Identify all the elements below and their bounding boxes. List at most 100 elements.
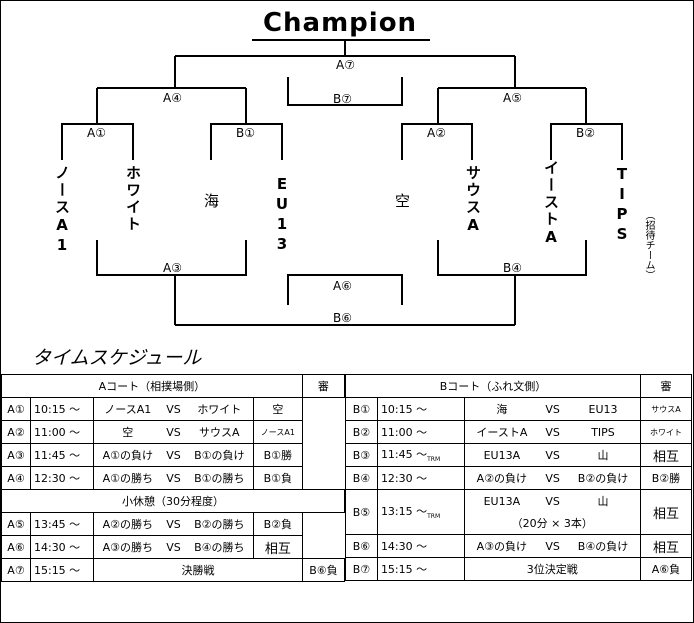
table-row: B④ 12:30 ～ A②の負け VS B②の負け B②勝 <box>345 466 693 490</box>
final-label: A⑦ <box>336 58 355 72</box>
vs-label: VS <box>539 466 567 490</box>
vs-label: VS <box>539 397 567 421</box>
referee: 相互 <box>639 489 693 535</box>
team-tips: TIPS <box>613 165 631 245</box>
team-1: ノースA1 <box>93 397 162 421</box>
match-id: A③ <box>1 443 31 467</box>
team-2: TIPS <box>566 420 641 444</box>
team-2: B②の勝ち <box>185 512 254 536</box>
match-id: A⑥ <box>1 535 31 559</box>
match-time-cell: 13:15 ～TRM <box>376 489 465 535</box>
court-b-header-row: Bコート（ふれ文側） 審 <box>345 374 693 398</box>
court-b-ref-header: 審 <box>639 374 693 398</box>
semi-left-label: A④ <box>163 91 182 105</box>
match-id: A① <box>1 397 31 421</box>
referee: B⑥負 <box>301 558 346 582</box>
match-time: 13:15 ～ <box>380 505 428 519</box>
team-1: A③の負け <box>463 534 540 558</box>
vs-label: VS <box>539 443 567 467</box>
team-2: サウスA <box>185 420 254 444</box>
qf-a2 <box>401 123 473 160</box>
match-time: 12:30 ～ <box>376 466 465 490</box>
semi-right-label: A⑤ <box>503 91 522 105</box>
team-2: 山 <box>566 489 641 512</box>
qf-b1 <box>210 123 283 160</box>
referee: サウスA <box>639 397 693 421</box>
lower-b4-label: B④ <box>503 261 522 275</box>
team-south-a: サウスA <box>464 165 482 236</box>
match-time-cell: 11:45 ～TRM <box>376 443 465 467</box>
table-row: B① 10:15 ～ 海 VS EU13 サウスA <box>345 397 693 421</box>
match-time: 11:45 ～ <box>380 448 428 462</box>
match-name: 決勝戦 <box>93 558 303 582</box>
table-row: B⑥ 14:30 ～ A③の負け VS B④の負け 相互 <box>345 534 693 558</box>
team-2: ホワイト <box>185 397 254 421</box>
match-id: A⑤ <box>1 512 31 536</box>
break-label: 小休憩（30分程度） <box>1 489 345 513</box>
table-row: B⑤ 13:15 ～TRM EU13A VS 山 相互 <box>345 489 693 535</box>
referee: B①負 <box>252 466 303 490</box>
team-2: B①の勝ち <box>185 466 254 490</box>
team-north-a1: ノースA1 <box>53 165 71 256</box>
team-1: 海 <box>463 397 540 421</box>
match-id: B⑥ <box>345 534 378 558</box>
match-id: B③ <box>345 443 378 467</box>
table-row: A③ 11:45 ～ A①の負け VS B①の負け B①勝 <box>1 443 345 467</box>
match-time: 12:30 ～ <box>29 466 95 490</box>
table-row: B⑦ 15:15 ～ 3位決定戦 A⑥負 <box>345 557 693 581</box>
team-2: EU13 <box>566 397 641 421</box>
vs-label: VS <box>539 420 567 444</box>
vs-label: VS <box>161 443 186 467</box>
table-row: A② 11:00 ～ 空 VS サウスA ノースA1 <box>1 420 345 444</box>
match-time: 15:15 ～ <box>29 558 95 582</box>
team-1: A②の勝ち <box>93 512 162 536</box>
match-time: 10:15 ～ <box>29 397 95 421</box>
match-id: B④ <box>345 466 378 490</box>
match-id: B⑤ <box>345 489 378 535</box>
table-row: B③ 11:45 ～TRM EU13A VS 山 相互 <box>345 443 693 467</box>
table-row: A④ 12:30 ～ A①の勝ち VS B①の勝ち B①負 <box>1 466 345 490</box>
match-name: 3位決定戦 <box>463 557 641 581</box>
team-1: イーストA <box>463 420 540 444</box>
trm-label: TRM <box>427 513 441 521</box>
qf-a1-label: A① <box>87 126 106 140</box>
court-a-ref-header: 審 <box>301 374 346 398</box>
referee: 相互 <box>639 443 693 467</box>
table-row: B② 11:00 ～ イーストA VS TIPS ホワイト <box>345 420 693 444</box>
team-2: B④の勝ち <box>185 535 254 559</box>
table-row: A⑦ 15:15 ～ 決勝戦 B⑥負 <box>1 558 346 582</box>
referee: 相互 <box>639 534 693 558</box>
team-1: EU13A <box>463 489 540 512</box>
match-time: 14:30 ～ <box>29 535 95 559</box>
team-1: 空 <box>93 420 162 444</box>
match-time: 11:00 ～ <box>29 420 95 444</box>
vs-label: VS <box>539 534 567 558</box>
match-time: 10:15 ～ <box>376 397 465 421</box>
match-note: （20分 × 3本） <box>463 512 641 535</box>
match-id: B② <box>345 420 378 444</box>
lower-a3-label: A③ <box>163 261 182 275</box>
team-2: B①の負け <box>185 443 254 467</box>
match-id: B① <box>345 397 378 421</box>
schedule-title: タイムスケジュール <box>32 347 202 369</box>
invite-note: （招待チーム） <box>643 210 654 280</box>
table-row: A⑥ 14:30 ～ A③の勝ち VS B④の勝ち 相互 <box>1 535 345 559</box>
team-white: ホワイト <box>124 165 142 233</box>
match-id: B⑦ <box>345 557 378 581</box>
referee: ホワイト <box>639 420 693 444</box>
referee: B②負 <box>252 512 303 536</box>
team-2: B④の負け <box>566 534 641 558</box>
qf-a1 <box>61 123 134 160</box>
match-time: 11:00 ～ <box>376 420 465 444</box>
third-place-bracket <box>287 77 403 106</box>
team-2: 山 <box>566 443 641 467</box>
match-time: 15:15 ～ <box>376 557 465 581</box>
team-2: B②の負け <box>566 466 641 490</box>
team-1: A③の勝ち <box>93 535 162 559</box>
team-1: EU13A <box>463 443 540 467</box>
court-a-header: Aコート（相撲場側） <box>1 374 303 398</box>
qf-b1-label: B① <box>236 126 255 140</box>
referee: A⑥負 <box>639 557 693 581</box>
qf-b2-label: B② <box>576 126 595 140</box>
match-id: A⑦ <box>1 558 31 582</box>
